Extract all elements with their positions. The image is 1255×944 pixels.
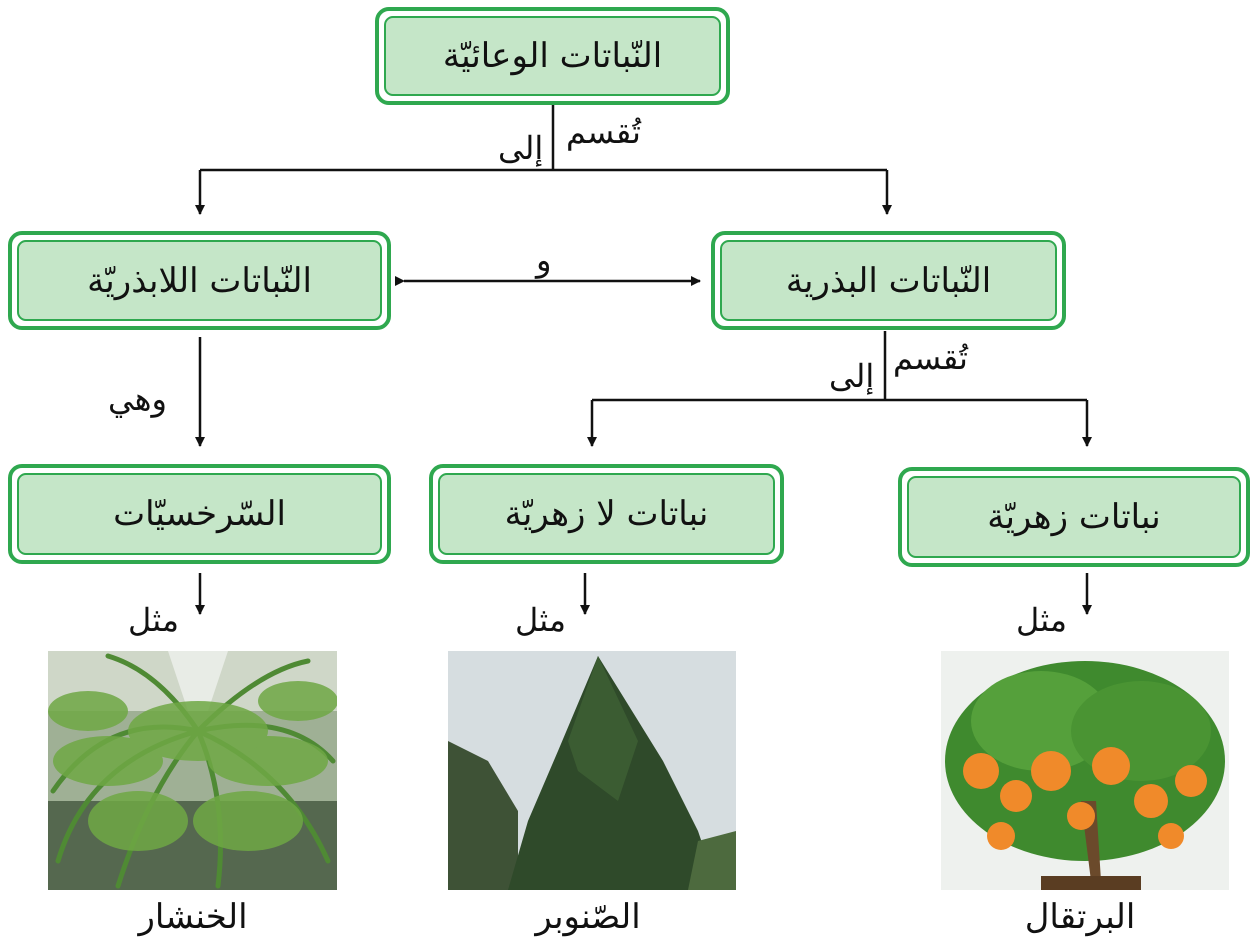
label-divided-top-1: تُقسم — [566, 113, 641, 151]
label-which-are: وهي — [108, 380, 167, 418]
label-example-pine: مثل — [515, 601, 567, 639]
label-divided-mid-2: إلى — [829, 357, 875, 395]
node-nonflowering-plants-label: نباتات لا زهريّة — [438, 473, 775, 555]
orange-tree-image — [941, 651, 1229, 890]
node-ferns: السّرخسيّات — [8, 464, 391, 564]
node-flowering-plants: نباتات زهريّة — [898, 467, 1250, 567]
label-example-orange: مثل — [1016, 601, 1068, 639]
node-seedless-plants-label: النّباتات اللابذريّة — [17, 240, 382, 321]
node-seed-plants: النّباتات البذرية — [711, 231, 1066, 330]
caption-pine: الصّنوبر — [535, 897, 641, 937]
pine-image — [448, 651, 736, 890]
label-and: و — [536, 241, 552, 279]
node-flowering-plants-label: نباتات زهريّة — [907, 476, 1241, 558]
label-example-fern: مثل — [128, 601, 180, 639]
node-nonflowering-plants: نباتات لا زهريّة — [429, 464, 784, 564]
label-divided-top-2: إلى — [498, 129, 544, 167]
node-seed-plants-label: النّباتات البذرية — [720, 240, 1057, 321]
caption-orange: البرتقال — [1024, 897, 1136, 937]
node-vascular-plants-label: النّباتات الوعائيّة — [384, 16, 721, 96]
caption-fern: الخنشار — [138, 897, 248, 937]
node-ferns-label: السّرخسيّات — [17, 473, 382, 555]
node-seedless-plants: النّباتات اللابذريّة — [8, 231, 391, 330]
label-divided-mid-1: تُقسم — [893, 339, 968, 377]
fern-image — [48, 651, 337, 890]
node-vascular-plants: النّباتات الوعائيّة — [375, 7, 730, 105]
